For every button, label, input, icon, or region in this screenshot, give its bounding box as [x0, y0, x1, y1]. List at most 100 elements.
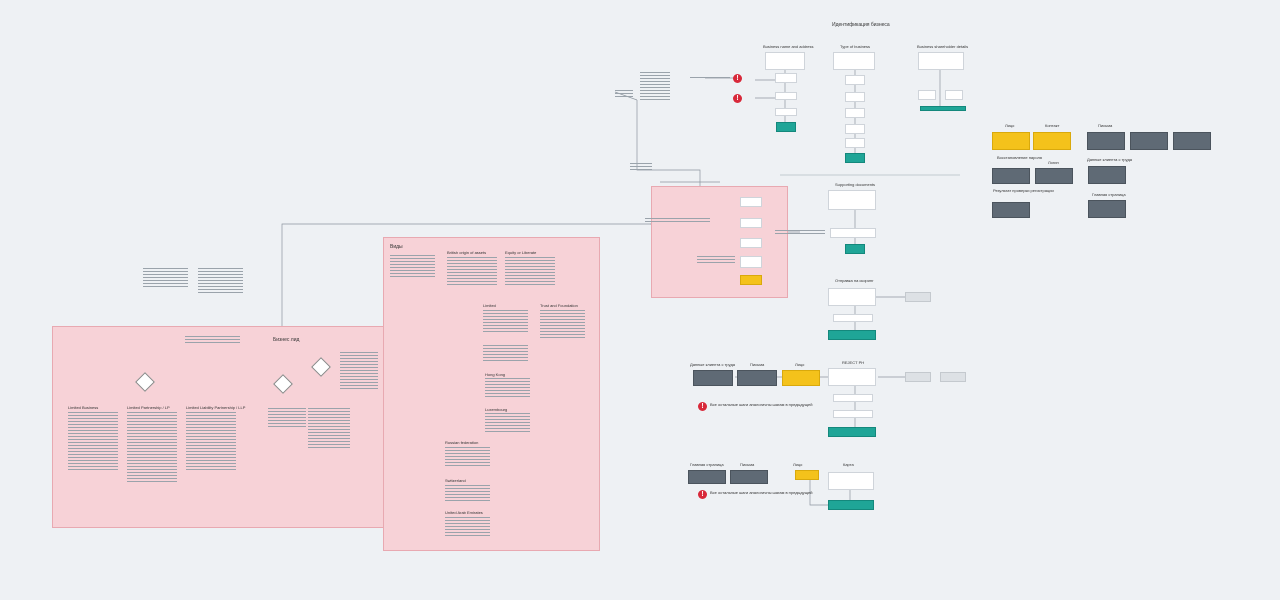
col-title: Limited Liability Partnership / LLP [186, 405, 246, 410]
text-block [340, 352, 378, 391]
title-supporting-docs: Supporting documents [835, 182, 876, 187]
step-box[interactable] [828, 288, 876, 306]
step-box[interactable] [775, 73, 797, 83]
step-box[interactable] [775, 92, 797, 100]
step-box[interactable] [940, 372, 966, 382]
col-title: Limited Business [68, 405, 99, 410]
text-block [615, 90, 633, 99]
legend-box[interactable] [992, 202, 1030, 218]
zone-supporting-docs[interactable] [651, 186, 788, 298]
step-box-final[interactable] [828, 500, 874, 510]
step-box-highlight[interactable] [782, 370, 820, 386]
zone-title: Бизнес лид [273, 337, 300, 343]
zone-types[interactable] [383, 237, 600, 551]
step-box-highlight[interactable] [740, 275, 762, 285]
main-row-label: Главная страница [690, 462, 724, 467]
step-box[interactable] [845, 75, 865, 85]
step-box[interactable] [775, 108, 797, 116]
text-block [775, 230, 825, 236]
step-box[interactable] [845, 108, 865, 118]
step-box[interactable] [730, 470, 768, 484]
step-box[interactable] [828, 472, 874, 490]
legend-box[interactable] [1035, 168, 1073, 184]
alert-text: Все остальные шаги аналогичны шагам в пр… [710, 402, 813, 407]
step-box[interactable] [945, 90, 963, 100]
reject-row-label: Лицо [795, 362, 805, 367]
text-block [68, 412, 118, 472]
col-title: Russian federation [445, 440, 479, 445]
step-box[interactable] [740, 256, 762, 268]
text-block [485, 413, 530, 434]
main-row-label: Письма [740, 462, 755, 467]
step-box[interactable] [845, 138, 865, 148]
step-box[interactable] [833, 410, 873, 418]
legend-box[interactable] [1087, 132, 1125, 150]
step-box[interactable] [833, 394, 873, 402]
step-box[interactable] [918, 52, 964, 70]
step-box[interactable] [688, 470, 726, 484]
step-box[interactable] [765, 52, 805, 70]
step-box[interactable] [740, 197, 762, 207]
legend-label: Лицо [1005, 123, 1015, 128]
alert-icon: ! [698, 402, 707, 411]
reject-row-label: Письма [750, 362, 765, 367]
alert-icon: ! [733, 74, 742, 83]
step-box[interactable] [693, 370, 733, 386]
step-box[interactable] [845, 92, 865, 102]
step-box-final[interactable] [845, 244, 865, 254]
col-title: Equity or Liberate [505, 250, 537, 255]
text-block [268, 408, 306, 429]
step-box[interactable] [737, 370, 777, 386]
step-box[interactable] [830, 228, 876, 238]
legend-box[interactable] [1130, 132, 1168, 150]
step-box[interactable] [845, 124, 865, 134]
text-block [127, 412, 177, 484]
zone-title: Виды [390, 244, 403, 250]
step-box[interactable] [828, 368, 876, 386]
text-block [697, 256, 735, 265]
step-box-final[interactable] [828, 427, 876, 437]
step-box-final[interactable] [920, 106, 966, 111]
text-block [390, 255, 435, 279]
legend-box[interactable] [1088, 200, 1126, 218]
text-block [445, 517, 490, 538]
step-box[interactable] [918, 90, 936, 100]
title-path: Карта [843, 462, 854, 467]
legend-box[interactable] [1088, 166, 1126, 184]
legend-box[interactable] [992, 132, 1030, 150]
col-title: Luxembourg [485, 407, 508, 412]
step-box[interactable] [740, 238, 762, 248]
step-box[interactable] [740, 218, 762, 228]
step-box[interactable] [905, 292, 931, 302]
legend-box[interactable] [1173, 132, 1211, 150]
step-box-final[interactable] [845, 153, 865, 163]
step-box[interactable] [833, 314, 873, 322]
step-box[interactable] [905, 372, 931, 382]
main-row-label: Лицо [793, 462, 803, 467]
col-title: Switzerland [445, 478, 466, 483]
col-title: Limited Partnership / LP [127, 405, 170, 410]
legend-label: Логин [1048, 160, 1059, 165]
text-block [143, 268, 188, 289]
step-box[interactable] [833, 52, 875, 70]
text-block [483, 345, 528, 363]
text-block [445, 485, 490, 503]
title-shareholder: Business shareholder details [917, 44, 969, 49]
title-type-of-business: Type of business [840, 44, 871, 49]
legend-box[interactable] [992, 168, 1030, 184]
step-box-highlight[interactable] [795, 470, 819, 480]
text-block [445, 447, 490, 468]
text-block [505, 257, 555, 287]
step-box[interactable] [828, 190, 876, 210]
title-name-address: Business name and address [763, 44, 814, 49]
text-block [485, 378, 530, 399]
text-block [640, 72, 670, 102]
step-box-final[interactable] [828, 330, 876, 340]
legend-label: Результат проверки регистрации [993, 188, 1054, 193]
alert-icon: ! [698, 490, 707, 499]
legend-label: Восстановление пароля [997, 155, 1042, 160]
step-box-final[interactable] [776, 122, 796, 132]
legend-box[interactable] [1033, 132, 1071, 150]
text-block [308, 408, 350, 450]
